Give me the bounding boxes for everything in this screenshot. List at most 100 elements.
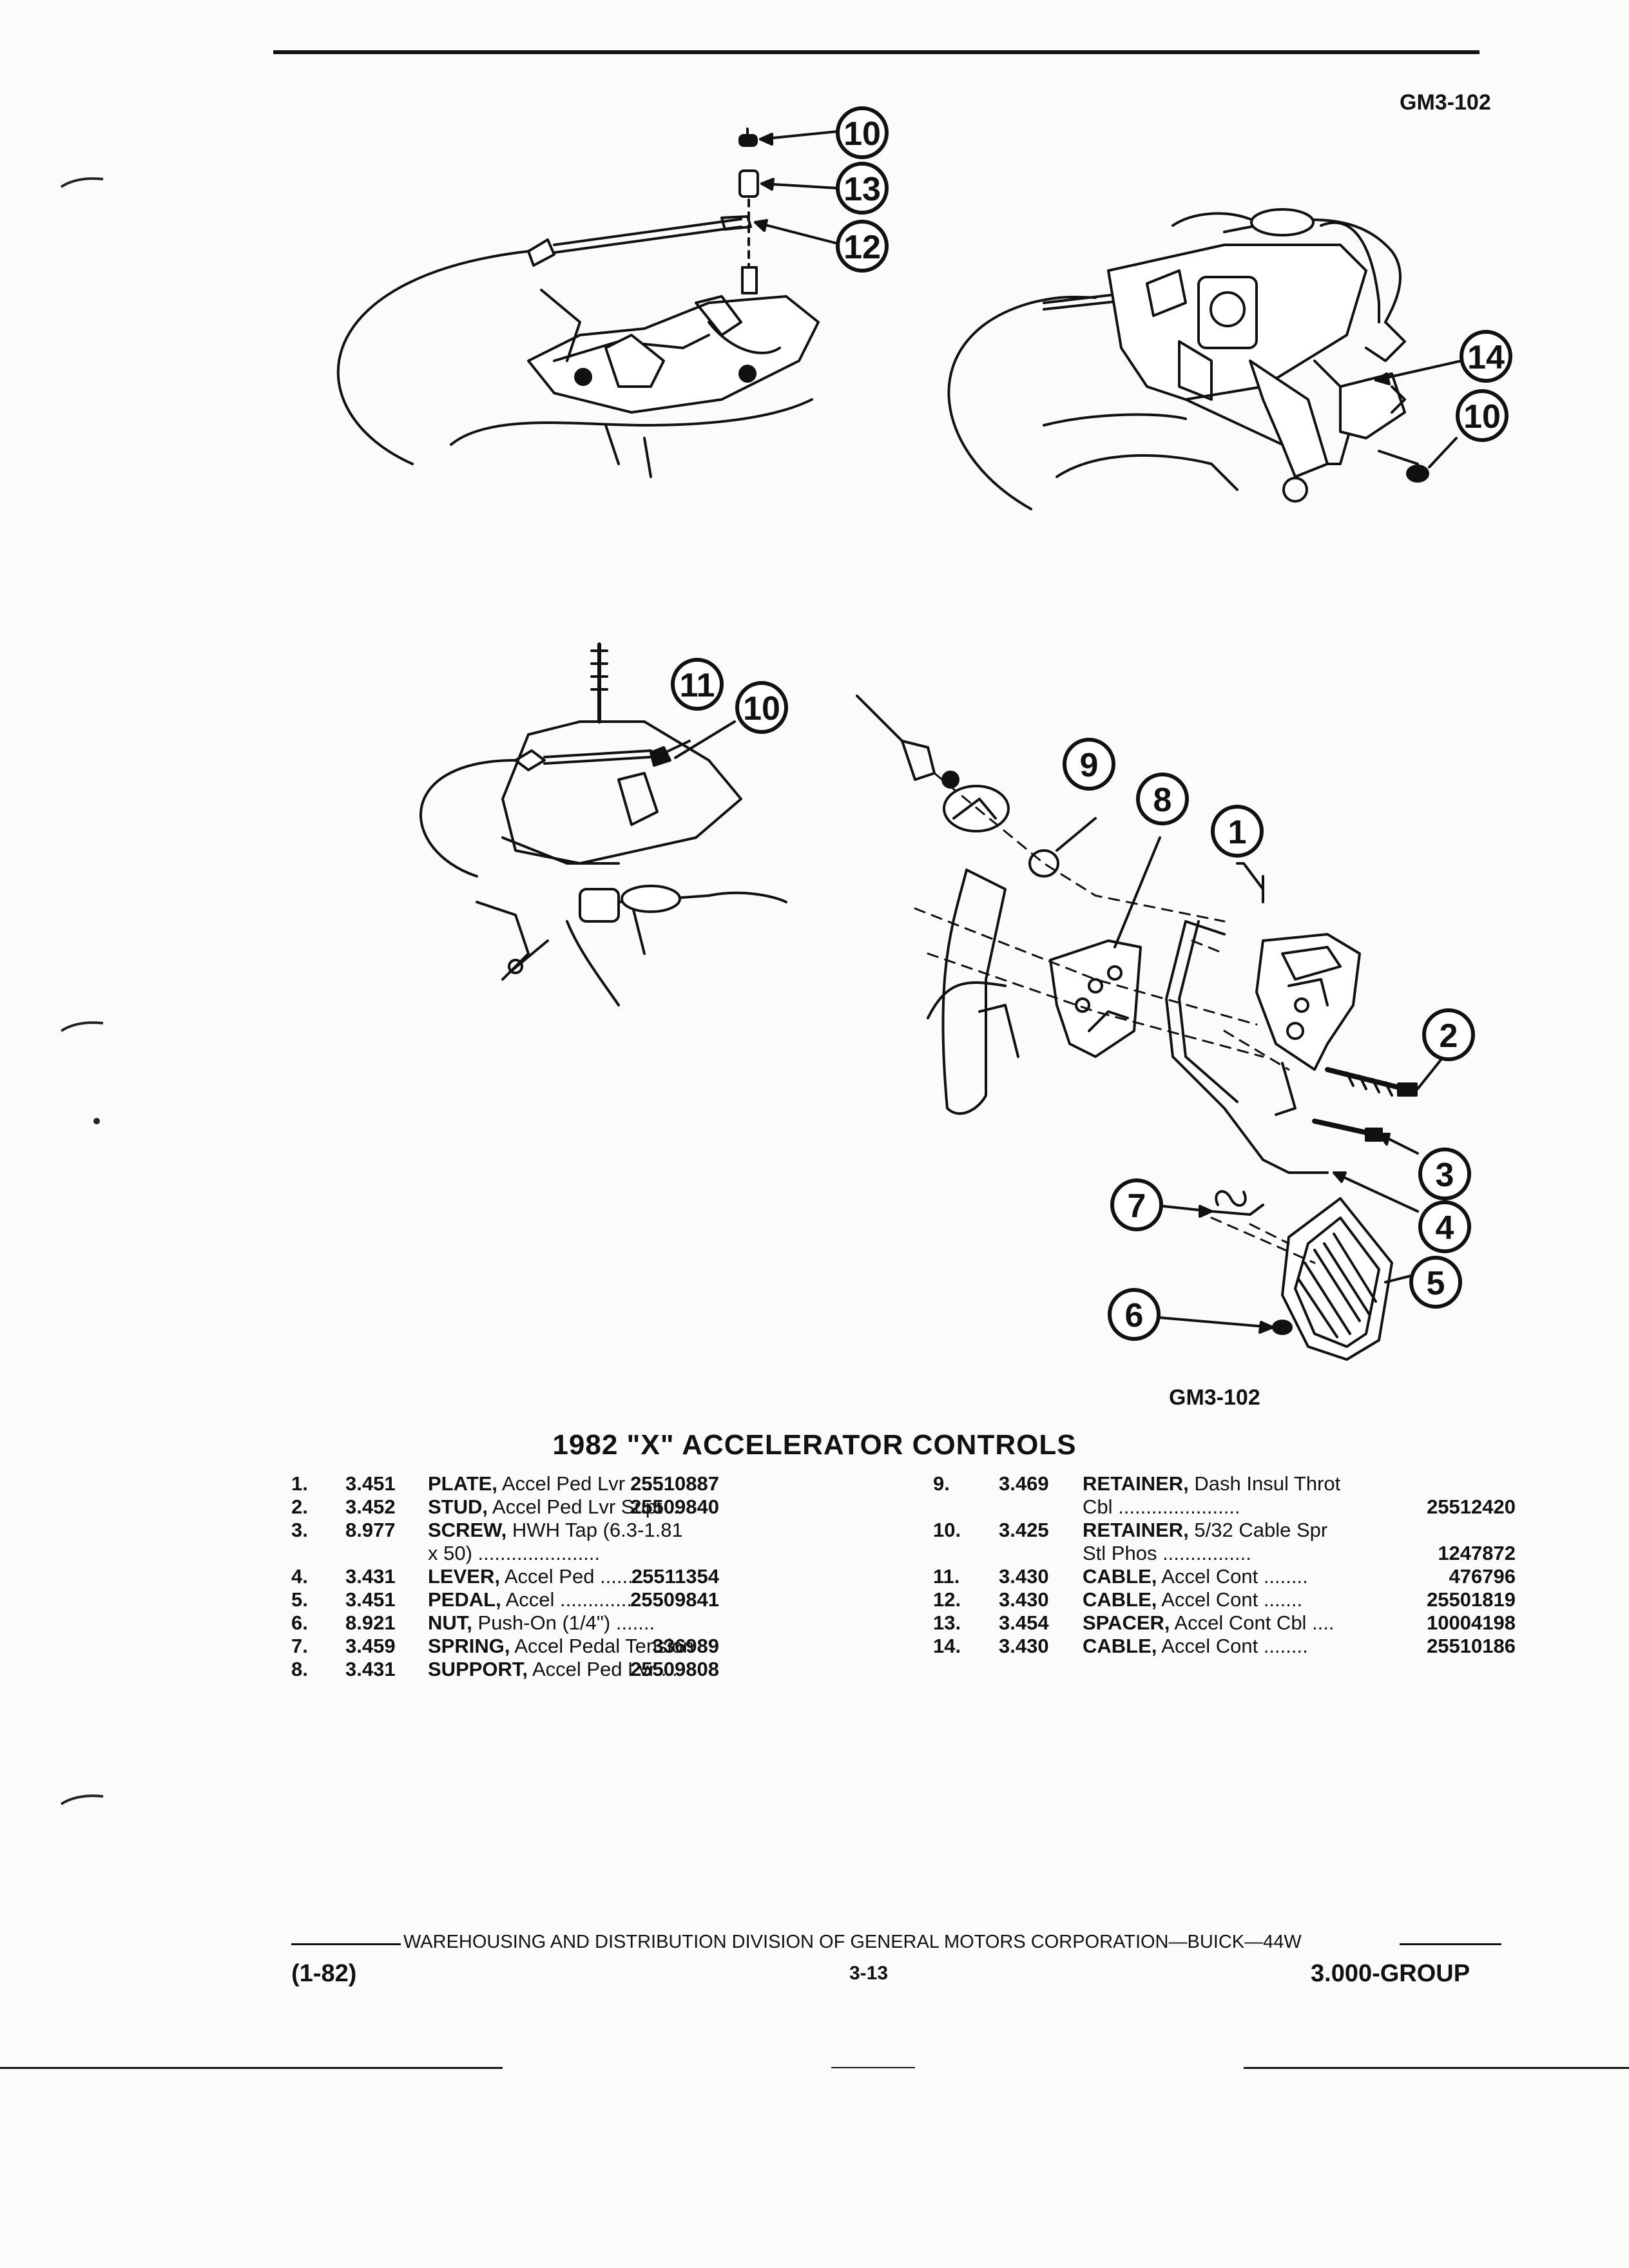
callout-7: 7 (1110, 1178, 1163, 1231)
part-number: 25512420 (1427, 1495, 1516, 1518)
part-index: 11. (933, 1565, 960, 1588)
part-index: 4. (291, 1565, 308, 1588)
part-index: 12. (933, 1588, 961, 1611)
callout-1: 1 (1211, 805, 1264, 858)
callout-4: 4 (1418, 1200, 1471, 1253)
part-number: 476796 (1449, 1565, 1516, 1588)
part-detail: Cbl (1083, 1495, 1113, 1518)
part-name: PEDAL, (428, 1588, 501, 1611)
margin-marks (60, 177, 104, 1805)
part-number: 25511354 (631, 1565, 719, 1588)
part-detail: Accel Cont Cbl (1174, 1611, 1307, 1634)
footer-page-number: 3-13 (849, 1963, 889, 1984)
callout-8: 8 (1136, 773, 1189, 825)
callout-6: 6 (1108, 1288, 1161, 1341)
middle-left-leaders (661, 720, 736, 759)
part-group-code: 3.469 (999, 1472, 1049, 1495)
bottom-rule-3 (1244, 2067, 1629, 2069)
part-index: 14. (933, 1635, 961, 1657)
svg-text:10: 10 (743, 690, 780, 727)
part-name: CABLE, (1083, 1635, 1157, 1657)
part-detail: 5/32 Cable Spr (1194, 1519, 1328, 1541)
part-description: Stl Phos ................ (1083, 1542, 1251, 1565)
part-description: CABLE, Accel Cont ........ (1083, 1565, 1308, 1588)
part-group-code: 3.430 (999, 1565, 1049, 1588)
parts-row: Cbl ...................... 25512420 (933, 1495, 1516, 1519)
leader-dots: ...... (625, 1472, 664, 1495)
svg-text:4: 4 (1436, 1209, 1454, 1247)
part-detail: Accel Cont (1161, 1588, 1258, 1611)
footer-rule-left (291, 1943, 401, 1945)
part-name: STUD, (428, 1495, 488, 1518)
leader-dots: ...................... (472, 1542, 601, 1564)
part-description: PLATE, Accel Ped Lvr ...... (428, 1472, 664, 1495)
part-index: 10. (933, 1519, 961, 1541)
leader-dots: ....... (610, 1611, 655, 1634)
top-right-leaders (1374, 360, 1463, 468)
top-right-engine-assembly (947, 208, 1429, 510)
callouts: 10 13 12 14 10 11 10 9 8 1 2 3 4 5 7 6 (671, 106, 1512, 1341)
part-detail: Accel (505, 1588, 555, 1611)
footer-group: 3.000-GROUP (1311, 1960, 1470, 1987)
leader-dots: ...................... (1112, 1495, 1240, 1518)
leader-dots: ............. (554, 1588, 632, 1611)
leader-dots: ... (655, 1658, 678, 1680)
part-name: SUPPORT, (428, 1658, 528, 1680)
part-index: 1. (291, 1472, 308, 1495)
part-name: RETAINER, (1083, 1519, 1189, 1541)
part-description: RETAINER, 5/32 Cable Spr (1083, 1519, 1327, 1542)
part-name: SPACER, (1083, 1611, 1170, 1634)
parts-row: 11. 3.430 CABLE, Accel Cont ........ 476796 (933, 1565, 1516, 1588)
part-name: SCREW, (428, 1519, 507, 1541)
svg-text:12: 12 (843, 229, 881, 266)
callout-13: 13 (836, 162, 889, 215)
part-description: SPACER, Accel Cont Cbl .... (1083, 1611, 1335, 1635)
part-group-code: 3.431 (345, 1565, 396, 1588)
footer-date: (1-82) (291, 1960, 357, 1987)
part-group-code: 3.431 (345, 1658, 396, 1680)
part-group-code: 3.430 (999, 1635, 1049, 1657)
footer-division: WAREHOUSING AND DISTRIBUTION DIVISION OF… (403, 1932, 1302, 1952)
part-index: 3. (291, 1519, 308, 1541)
part-group-code: 3.454 (999, 1611, 1049, 1634)
callout-3: 3 (1418, 1148, 1471, 1200)
svg-text:9: 9 (1080, 747, 1099, 784)
part-index: 9. (933, 1472, 950, 1495)
part-name: PLATE, (428, 1472, 497, 1495)
svg-text:13: 13 (843, 171, 881, 208)
callout-10-top-left: 10 (836, 106, 889, 159)
leader-dots: ........ (1258, 1565, 1308, 1588)
part-detail: Accel Ped Lvr (532, 1658, 656, 1680)
part-name: LEVER, (428, 1565, 500, 1588)
part-index: 8. (291, 1658, 308, 1680)
leader-dots: .... (1306, 1611, 1335, 1634)
part-group-code: 8.977 (345, 1519, 396, 1541)
part-number: 25509841 (630, 1588, 719, 1611)
part-description: NUT, Push-On (1/4") ....... (428, 1611, 655, 1635)
svg-text:10: 10 (1463, 398, 1501, 436)
part-number: 25510887 (630, 1472, 719, 1495)
part-description: STUD, Accel Ped Lvr Supt ... (428, 1495, 684, 1519)
callout-10-middle: 10 (735, 681, 788, 734)
pedal-assembly (856, 695, 1418, 1361)
svg-text:8: 8 (1153, 782, 1172, 819)
top-left-cable-assembly (336, 128, 820, 478)
leader-dots: ... (662, 1495, 684, 1518)
header-rule (273, 50, 1480, 54)
part-detail: Accel Pedal Tension (514, 1635, 694, 1657)
part-description: SUPPORT, Accel Ped Lvr ... (428, 1658, 678, 1681)
callout-10-top-right: 10 (1456, 389, 1509, 442)
part-detail: Accel Ped Lvr (501, 1472, 626, 1495)
svg-text:1: 1 (1228, 814, 1247, 851)
part-number: 10004198 (1427, 1611, 1516, 1634)
part-index: 2. (291, 1495, 308, 1518)
svg-text:14: 14 (1467, 339, 1505, 376)
